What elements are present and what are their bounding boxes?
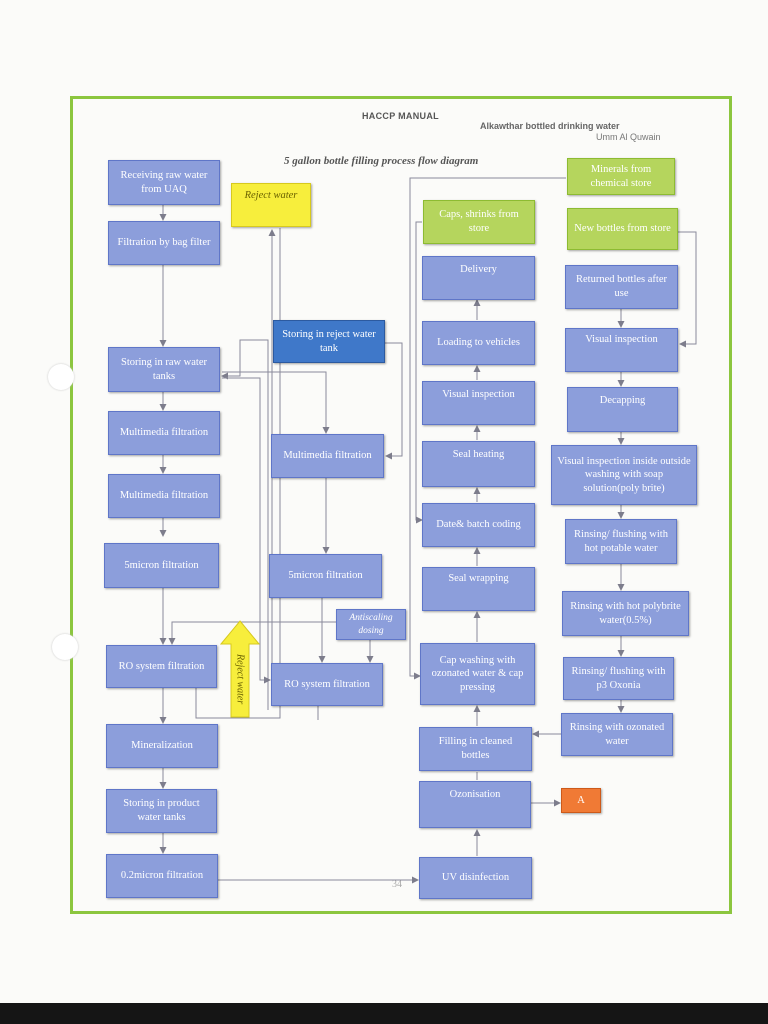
arrow-new-to-visual <box>678 231 697 348</box>
step-seal-wrapping: Seal wrapping <box>422 567 535 611</box>
step-rinsing-hot-polybrite: Rinsing with hot polybrite water(0.5%) <box>562 591 689 636</box>
arrow-raw-to-ro-mid <box>222 377 271 684</box>
page-frame <box>70 96 732 914</box>
manual-title: HACCP MANUAL <box>362 111 439 121</box>
page-number: 34 <box>392 879 402 890</box>
input-caps-shrinks: Caps, shrinks from store <box>423 200 535 244</box>
step-multimedia-filtration-mid: Multimedia filtration <box>271 434 384 478</box>
input-minerals: Minerals from chemical store <box>567 158 675 195</box>
reject-water-arrow <box>220 620 260 718</box>
step-storing-raw-water: Storing in raw water tanks <box>108 347 220 392</box>
arrow-raw-to-mm-mid <box>222 371 330 434</box>
diagram-title: 5 gallon bottle filling process flow dia… <box>284 155 479 167</box>
step-ro-filtration-left: RO system filtration <box>106 645 217 688</box>
arrow-rejecttank-to-mm <box>385 342 403 460</box>
step-seal-heating: Seal heating <box>422 441 535 487</box>
step-visual-inspection-mid: Visual inspection <box>422 381 535 425</box>
step-5micron-filtration-mid: 5micron filtration <box>269 554 382 598</box>
step-delivery: Delivery <box>422 256 535 300</box>
step-rinsing-hot-potable: Rinsing/ flushing with hot potable water <box>565 519 677 564</box>
step-loading-vehicles: Loading to vehicles <box>422 321 535 365</box>
step-filling-bottles: Filling in cleaned bottles <box>419 727 532 771</box>
step-visual-inspection-right: Visual inspection <box>565 328 678 372</box>
step-cap-washing: Cap washing with ozonated water & cap pr… <box>420 643 535 705</box>
step-mineralization: Mineralization <box>106 724 218 768</box>
step-decapping: Decapping <box>567 387 678 432</box>
reject-water-box: Reject water <box>231 183 311 227</box>
connector-a: A <box>561 788 601 813</box>
company-name: Alkawthar bottled drinking water <box>480 121 620 131</box>
step-receiving-raw-water: Receiving raw water from UAQ <box>108 160 220 205</box>
step-uv-disinfection: UV disinfection <box>419 857 532 899</box>
step-ro-filtration-mid: RO system filtration <box>271 663 383 706</box>
reject-water-arrow-label: Reject water <box>234 653 246 705</box>
step-returned-bottles: Returned bottles after use <box>565 265 678 309</box>
step-multimedia-filtration-2: Multimedia filtration <box>108 474 220 518</box>
step-storing-product-water: Storing in product water tanks <box>106 789 217 833</box>
punch-hole <box>52 634 78 660</box>
company-city: Umm Al Quwain <box>596 132 661 142</box>
step-02micron-filtration: 0.2micron filtration <box>106 854 218 898</box>
step-rinsing-p3-oxonia: Rinsing/ flushing with p3 Oxonia <box>563 657 674 700</box>
arrow-antiscale-to-ro-left <box>168 621 336 645</box>
step-ozonisation: Ozonisation <box>419 781 531 828</box>
step-bag-filtration: Filtration by bag filter <box>108 221 220 265</box>
step-visual-washing: Visual inspection inside outside washing… <box>551 445 697 505</box>
scan-border <box>0 1003 768 1024</box>
step-rinsing-ozonated: Rinsing with ozonated water <box>561 713 673 756</box>
step-multimedia-filtration-1: Multimedia filtration <box>108 411 220 455</box>
arrow-caps-to-date <box>415 221 423 524</box>
step-date-batch-coding: Date& batch coding <box>422 503 535 547</box>
step-5micron-filtration-left: 5micron filtration <box>104 543 219 588</box>
step-antiscaling-dosing: Antiscaling dosing <box>336 609 406 640</box>
arrow-minerals-to-cap <box>409 177 566 680</box>
step-storing-reject-water: Storing in reject water tank <box>273 320 385 363</box>
arrow-reject-loop <box>221 339 269 710</box>
punch-hole <box>48 364 74 390</box>
input-new-bottles: New bottles from store <box>567 208 678 250</box>
